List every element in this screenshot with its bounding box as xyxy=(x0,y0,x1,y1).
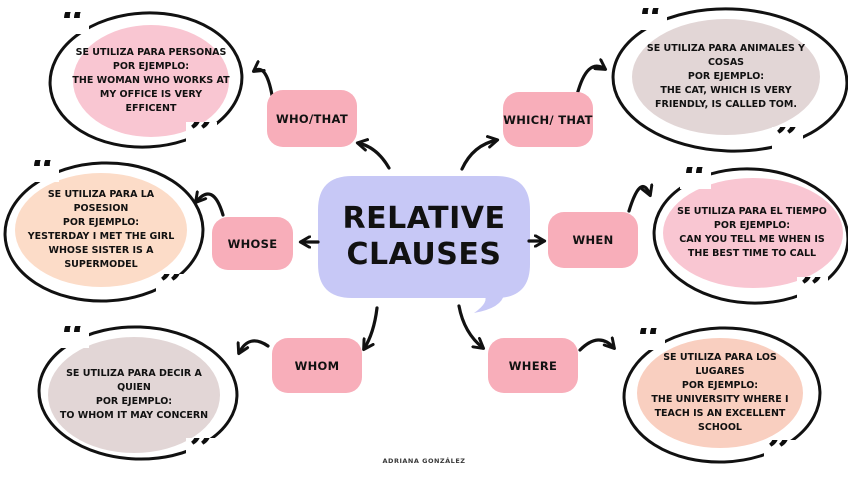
quote-close-icon: ” xyxy=(186,438,218,460)
author-credit: ADRIANA GONZÁLEZ xyxy=(382,457,466,465)
note-which-that: SE UTILIZA PARA ANIMALES Y COSAS POR EJE… xyxy=(646,42,806,110)
label-whose: WHOSE xyxy=(212,217,293,270)
quote-close-icon: ” xyxy=(764,440,796,462)
quote-open-icon: “ xyxy=(58,326,90,348)
oval-fill-whose xyxy=(15,173,187,287)
oval-outline-whose xyxy=(3,161,205,303)
label-who-that: WHO/THAT xyxy=(267,90,357,147)
arrow-whom-to-oval xyxy=(239,339,270,353)
oval-outline-who xyxy=(48,11,244,149)
quote-open-icon: “ xyxy=(680,167,712,189)
oval-outline-whom xyxy=(37,325,239,461)
arrow-which-to-oval xyxy=(575,66,605,97)
quote-close-icon: ” xyxy=(797,277,829,299)
arrow-when-to-oval xyxy=(627,186,650,213)
page-title: RELATIVE CLAUSES xyxy=(318,178,530,296)
oval-fill-where xyxy=(637,338,803,448)
quote-open-icon: “ xyxy=(58,12,90,34)
oval-fill-when xyxy=(663,178,843,288)
arrow-bubble-to-where xyxy=(457,304,483,348)
arrow-bubble-to-whom xyxy=(364,306,379,349)
arrow-bubble-to-which xyxy=(460,140,497,171)
label-where: WHERE xyxy=(488,338,578,393)
arrow-bubble-to-who xyxy=(358,143,391,170)
oval-fill-who xyxy=(73,25,229,137)
note-whose: SE UTILIZA PARA LA POSESION POR EJEMPLO:… xyxy=(27,189,175,270)
label-when: WHEN xyxy=(548,212,638,268)
quote-close-icon: ” xyxy=(186,122,218,144)
arrow-where-to-oval xyxy=(578,340,614,352)
oval-outline-which xyxy=(611,7,848,153)
quote-open-icon: “ xyxy=(636,8,668,30)
note-whom: SE UTILIZA PARA DECIR A QUIEN POR EJEMPL… xyxy=(59,368,209,421)
quote-open-icon: “ xyxy=(634,328,666,350)
speech-bubble-shape xyxy=(318,176,530,298)
title-line-1: RELATIVE xyxy=(342,201,506,236)
arrow-whose-to-oval xyxy=(196,194,225,217)
quote-close-icon: ” xyxy=(156,274,188,296)
note-when: SE UTILIZA PARA EL TIEMPO POR EJEMPLO: C… xyxy=(677,206,827,259)
quote-close-icon: ” xyxy=(772,127,804,149)
oval-fill-which xyxy=(632,19,820,135)
label-whom: WHOM xyxy=(272,338,362,393)
quote-open-icon: “ xyxy=(28,160,60,182)
speech-bubble-tail xyxy=(474,294,504,313)
note-who-that: SE UTILIZA PARA PERSONAS POR EJEMPLO: TH… xyxy=(72,47,230,114)
title-line-2: CLAUSES xyxy=(346,237,502,272)
note-where: SE UTILIZA PARA LOS LUGARES POR EJEMPLO:… xyxy=(651,352,789,433)
oval-fill-whom xyxy=(48,337,220,453)
oval-outline-where xyxy=(622,326,822,464)
label-which-that: WHICH/ THAT xyxy=(503,92,593,147)
